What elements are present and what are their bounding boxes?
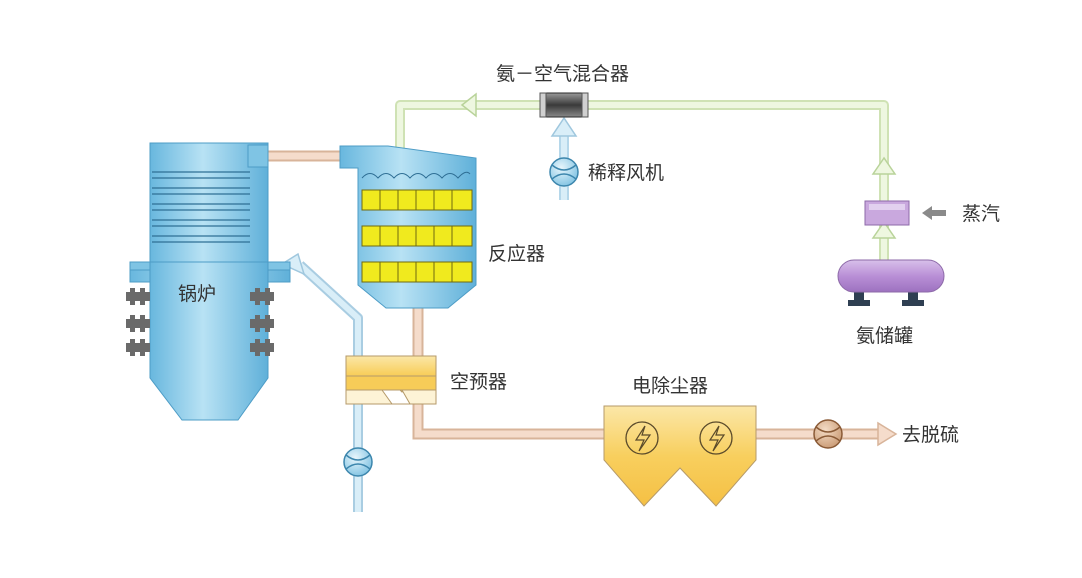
boiler: 锅炉	[126, 142, 291, 421]
burner-icon	[126, 288, 150, 356]
flow-arrow-icon	[550, 116, 578, 137]
ammonia-air-mixer: 氨－空气混合器	[496, 63, 629, 118]
flue-gas-ducts	[268, 150, 898, 447]
catalyst-layer	[361, 189, 473, 211]
air-preheater: 空预器	[345, 355, 507, 405]
fan-icon	[343, 447, 373, 477]
steam-label: 蒸汽	[962, 203, 1000, 225]
electrostatic-precipitator: 电除尘器	[603, 375, 757, 507]
boiler-tubes	[152, 171, 250, 243]
catalyst-layer	[361, 225, 473, 247]
dilution-fan-label: 稀释风机	[588, 162, 664, 184]
steam-arrow-icon	[922, 206, 946, 220]
to-desulfurization-label: 去脱硫	[902, 424, 959, 446]
air-preheater-label: 空预器	[450, 371, 507, 393]
scr-reactor: 反应器	[339, 145, 545, 309]
burner-icon	[250, 288, 274, 356]
boiler-label: 锅炉	[178, 283, 216, 305]
esp-label: 电除尘器	[632, 375, 708, 397]
ammonia-supply-line	[395, 92, 897, 268]
reactor-label: 反应器	[488, 243, 545, 265]
flow-arrow-icon	[871, 220, 897, 239]
flow-arrow-icon	[460, 92, 477, 118]
ammonia-evaporator	[864, 200, 910, 226]
ammonia-storage-tank: 氨储罐	[837, 259, 945, 347]
catalyst-layer	[361, 261, 473, 283]
lightning-icon	[699, 421, 733, 455]
flow-arrow-icon	[871, 156, 897, 175]
flow-arrow-icon	[280, 252, 306, 276]
fan-icon	[813, 419, 843, 449]
fan-icon	[549, 157, 579, 187]
ammonia-tank-label: 氨储罐	[856, 325, 913, 347]
lightning-icon	[625, 421, 659, 455]
flow-arrow-icon	[877, 421, 898, 447]
mixer-label: 氨－空气混合器	[496, 63, 629, 85]
